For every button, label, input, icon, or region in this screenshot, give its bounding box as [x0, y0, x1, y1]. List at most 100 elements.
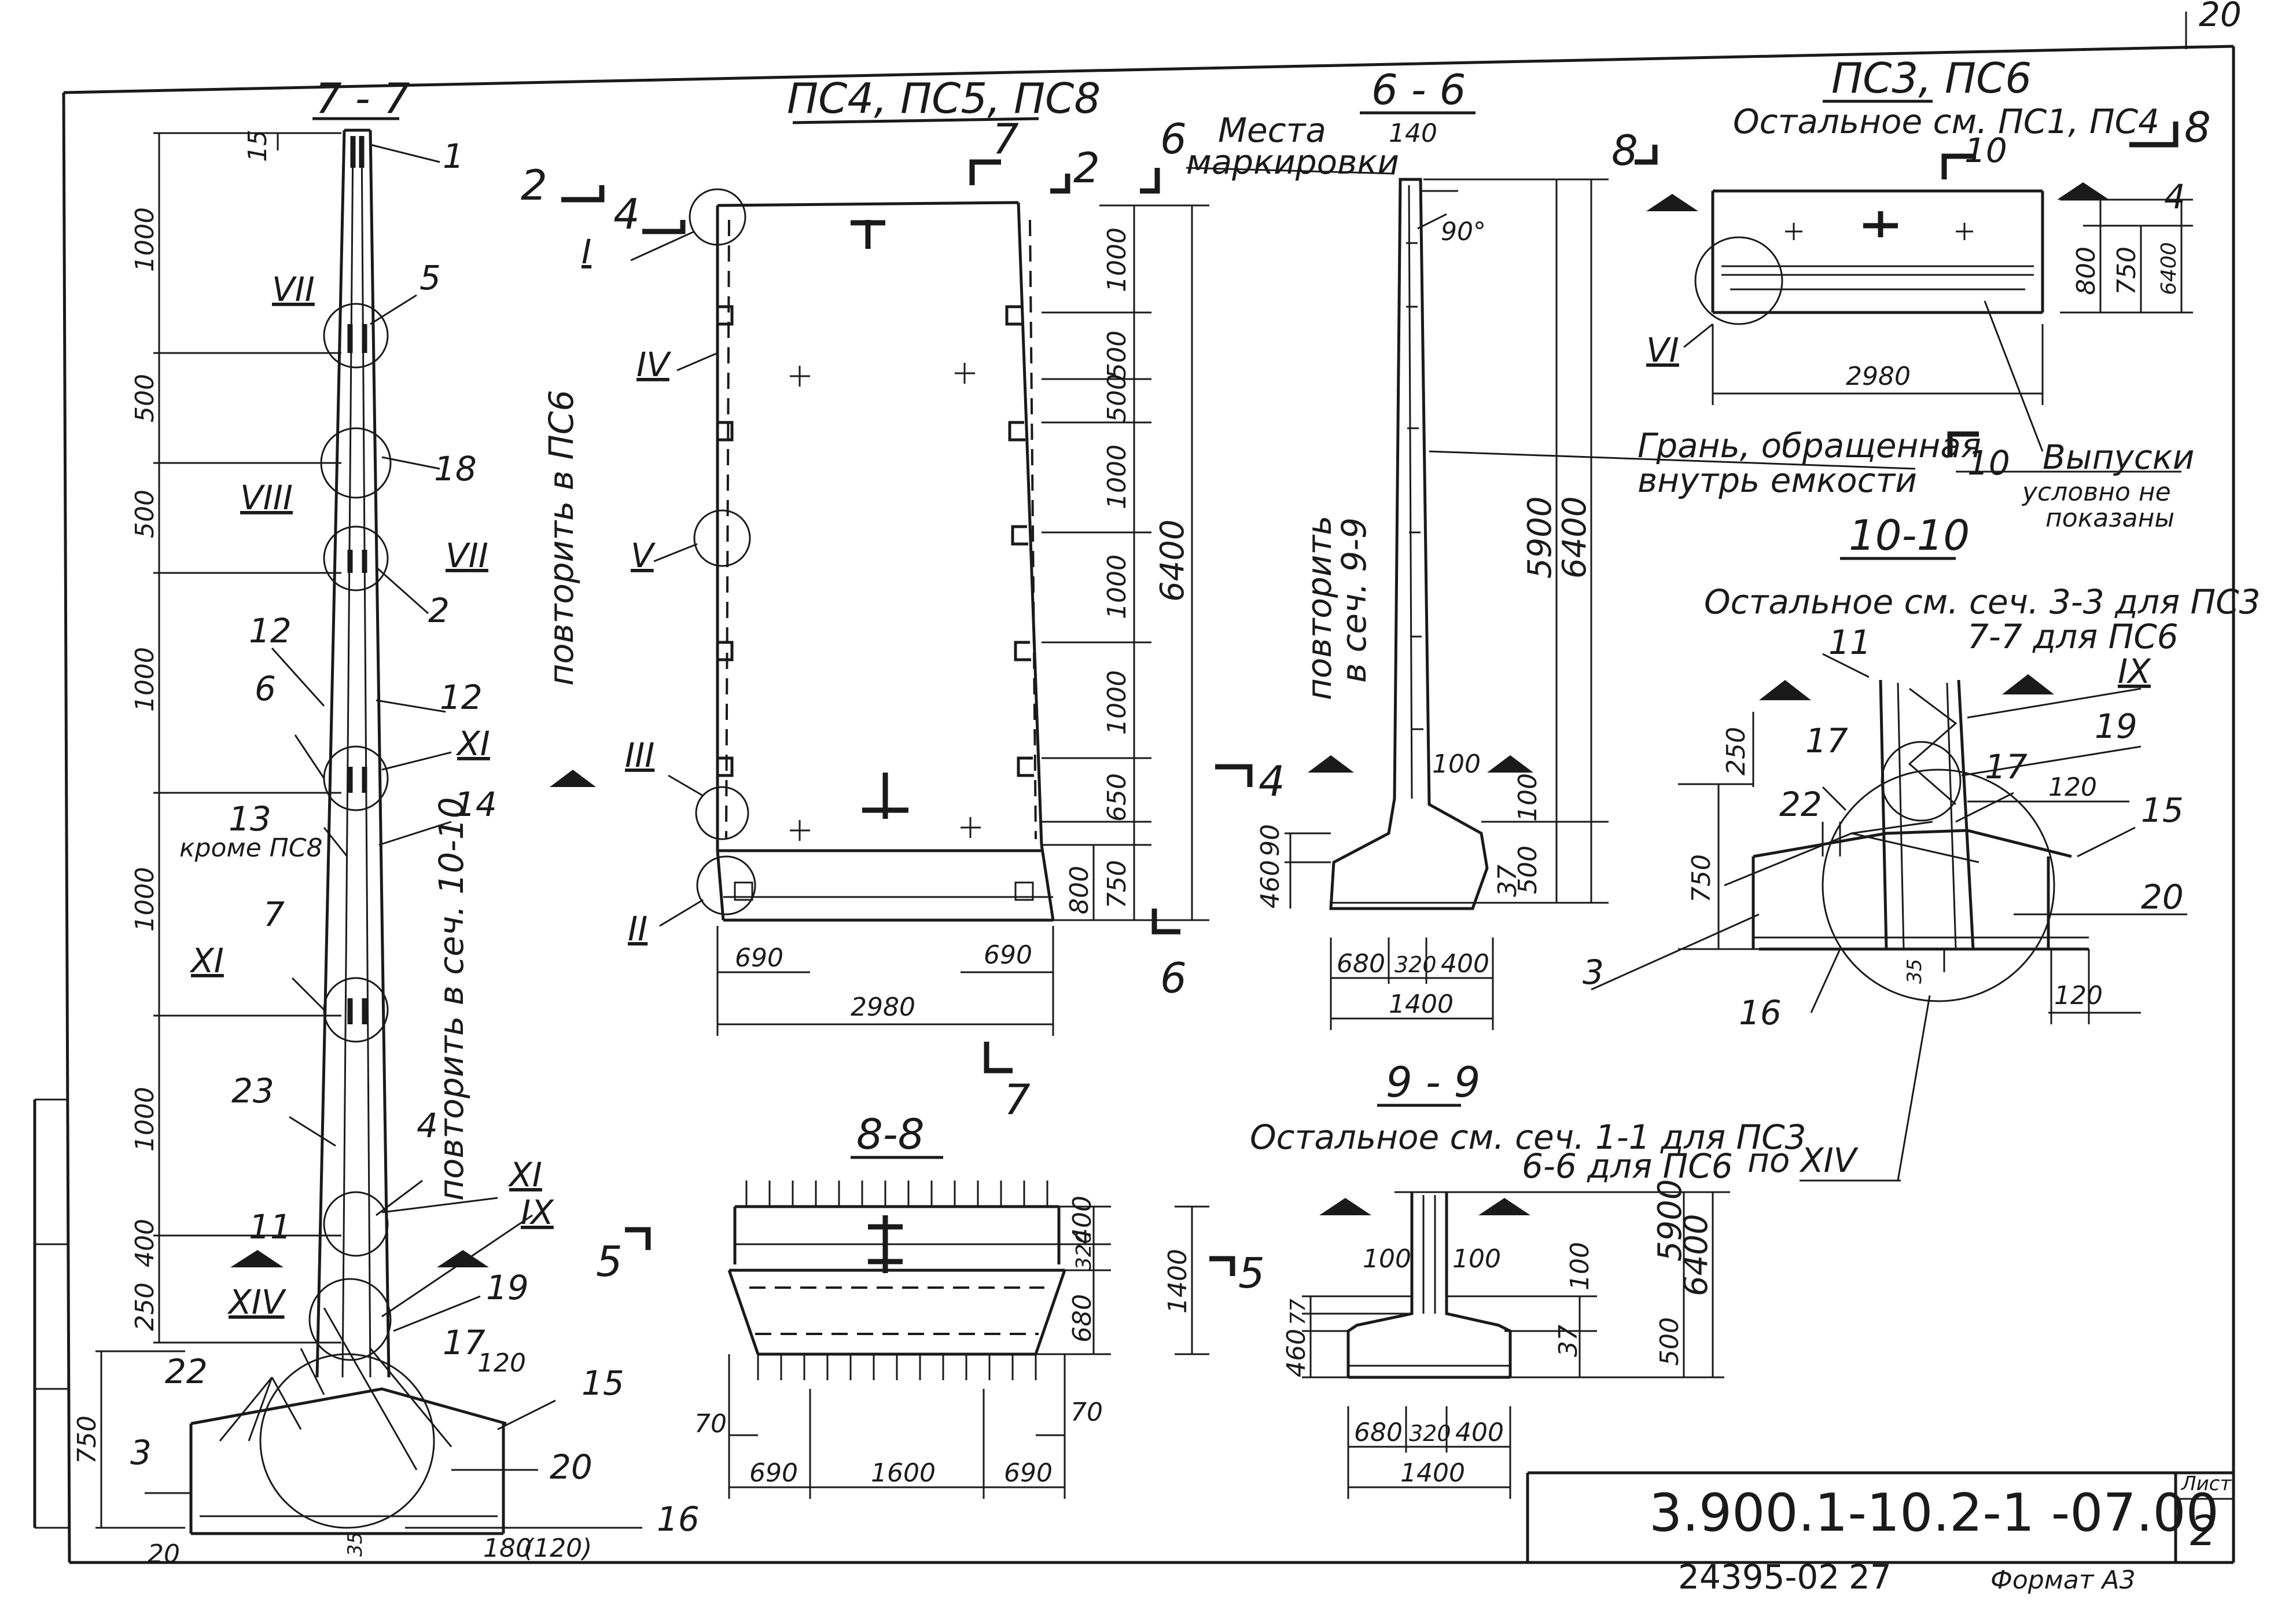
sec1010-note-2: 7-7 для ПС6: [1967, 617, 2179, 656]
dim-500: 500: [1102, 374, 1132, 422]
elevation-mark-icon: [2002, 674, 2054, 694]
dim-1000: 1000: [130, 867, 160, 932]
dim-500: 500: [130, 490, 160, 538]
dim-90: 90: [1256, 824, 1285, 856]
cut-mark-5: 5: [596, 1237, 623, 1286]
pos-12: 12: [249, 611, 292, 650]
dim-1600: 1600: [871, 1458, 936, 1488]
elevation-mark-icon: [2057, 182, 2109, 200]
place-note-2: маркировки: [1186, 142, 1399, 182]
dim-1000: 1000: [1102, 227, 1132, 292]
pos-22: 22: [1779, 785, 1822, 824]
pos-16: 16: [1739, 993, 1782, 1032]
pos-15: 15: [582, 1363, 624, 1403]
inventory-sub: 27: [1849, 1557, 1892, 1597]
sec99-note-1: Остальное см. сеч. 1-1 для ПС3: [1250, 1117, 1806, 1157]
dim-1000: 1000: [1102, 670, 1132, 735]
elevation-mark-icon: [550, 770, 596, 787]
inventory-number: 24395-02: [1678, 1557, 1839, 1597]
section-9-9-title: 9 - 9: [1386, 1058, 1480, 1106]
dim-35: 35: [344, 1532, 367, 1557]
dim-180: 180: [483, 1534, 532, 1563]
dim-1400: 1400: [1389, 990, 1454, 1019]
node-ref-xiv: XIV: [227, 1282, 287, 1322]
dim-690: 690: [1004, 1458, 1053, 1488]
dim-90deg: 90°: [1441, 217, 1486, 247]
elevation-mark-icon: [437, 1250, 489, 1267]
note-repeat-ps6: повторить в ПС6: [542, 390, 581, 686]
dim-37: 37: [1493, 865, 1522, 897]
dim-6400: 6400: [1556, 496, 1594, 579]
outlet-note-1: Выпуски: [2043, 437, 2194, 477]
dim-320: 320: [1072, 1230, 1096, 1270]
pos-3: 3: [1583, 953, 1604, 992]
pos-13: 13: [229, 799, 271, 839]
cut-mark-10: 10: [1967, 443, 2010, 483]
dim-750: 750: [1102, 860, 1132, 909]
dim-400: 400: [130, 1219, 160, 1267]
cut-mark-6: 6: [1160, 115, 1187, 163]
pos-7: 7: [263, 895, 285, 934]
dim-800: 800: [1065, 866, 1094, 914]
dim-500: 500: [1655, 1317, 1684, 1366]
pos-2: 2: [428, 591, 450, 630]
dim-1000: 1000: [1102, 554, 1132, 619]
section-7-7: 7 - 7: [95, 74, 642, 1535]
dim-500: 500: [1513, 845, 1543, 894]
dim-120: 120: [2048, 773, 2097, 802]
dim-2980: 2980: [1846, 362, 1911, 391]
note-krome-ps8: кроме ПС8: [179, 833, 322, 863]
dim-77: 77: [1286, 1299, 1310, 1325]
cut-mark-2: 2: [521, 161, 547, 209]
dim-1000: 1000: [130, 1087, 160, 1152]
elevation-mark-icon: [1308, 755, 1354, 773]
sheet-frame: [33, 12, 2235, 1564]
node-ref-xi: XI: [189, 941, 224, 980]
elevation-mark-icon: [1478, 1198, 1530, 1215]
pos-11: 11: [249, 1207, 292, 1247]
dim-800: 800: [2071, 247, 2101, 295]
dim-690: 690: [984, 940, 1032, 970]
cut-mark-4: 4: [613, 190, 640, 238]
dim-320: 320: [1409, 1421, 1451, 1446]
dim-100: 100: [1565, 1242, 1595, 1291]
pos-17: 17: [1805, 721, 1848, 760]
cut-mark-10: 10: [1964, 131, 2007, 170]
dim-1000: 1000: [130, 647, 160, 712]
sec99-note-2: 6-6 для ПС6: [1522, 1146, 1733, 1186]
ref-po-xiv: по XIV: [1747, 1141, 1859, 1180]
dim-100: 100: [1432, 749, 1481, 779]
dim-1400: 1400: [1163, 1249, 1193, 1314]
dim-15: 15: [243, 130, 273, 162]
elevation-title: ПС4, ПС5, ПС8: [787, 74, 1101, 123]
section-10-10: 10-10: [1591, 511, 2187, 1182]
dim-100: 100: [1363, 1244, 1411, 1274]
pos-3: 3: [130, 1433, 152, 1472]
dim-1000: 1000: [1102, 444, 1132, 509]
cut-mark-7: 7: [1004, 1075, 1031, 1124]
dim-120: 120: [477, 1348, 526, 1378]
dim-37: 37: [1554, 1325, 1583, 1357]
elevation-mark-icon: [1646, 194, 1698, 211]
dim-750: 750: [1687, 854, 1716, 903]
ps36-title: ПС3, ПС6: [1831, 54, 2032, 102]
dim-2980: 2980: [851, 992, 915, 1022]
elevation-ps4-ps5-ps8: ПС4, ПС5, ПС8: [561, 74, 1253, 1073]
ps36-subtitle: Остальное см. ПС1, ПС4: [1733, 102, 2159, 141]
sheet-number: 2: [2190, 1506, 2217, 1555]
dim-680: 680: [1337, 949, 1385, 979]
pos-6: 6: [255, 669, 276, 708]
corner-fragment: 20: [2199, 0, 2242, 34]
face-note-2: внутрь емкости: [1638, 461, 1917, 500]
pos-5: 5: [420, 258, 441, 297]
elevation-mark-icon: [1487, 755, 1533, 773]
node-ref-ix: IX: [521, 1193, 554, 1232]
pos-19: 19: [486, 1268, 529, 1307]
dim-100: 100: [1513, 773, 1543, 822]
cut-mark-8: 8: [1611, 126, 1638, 175]
pos-12: 12: [440, 678, 483, 717]
pos-4: 4: [417, 1106, 438, 1145]
dim-5900: 5900: [1521, 496, 1559, 579]
dim-400: 400: [1455, 1418, 1504, 1447]
